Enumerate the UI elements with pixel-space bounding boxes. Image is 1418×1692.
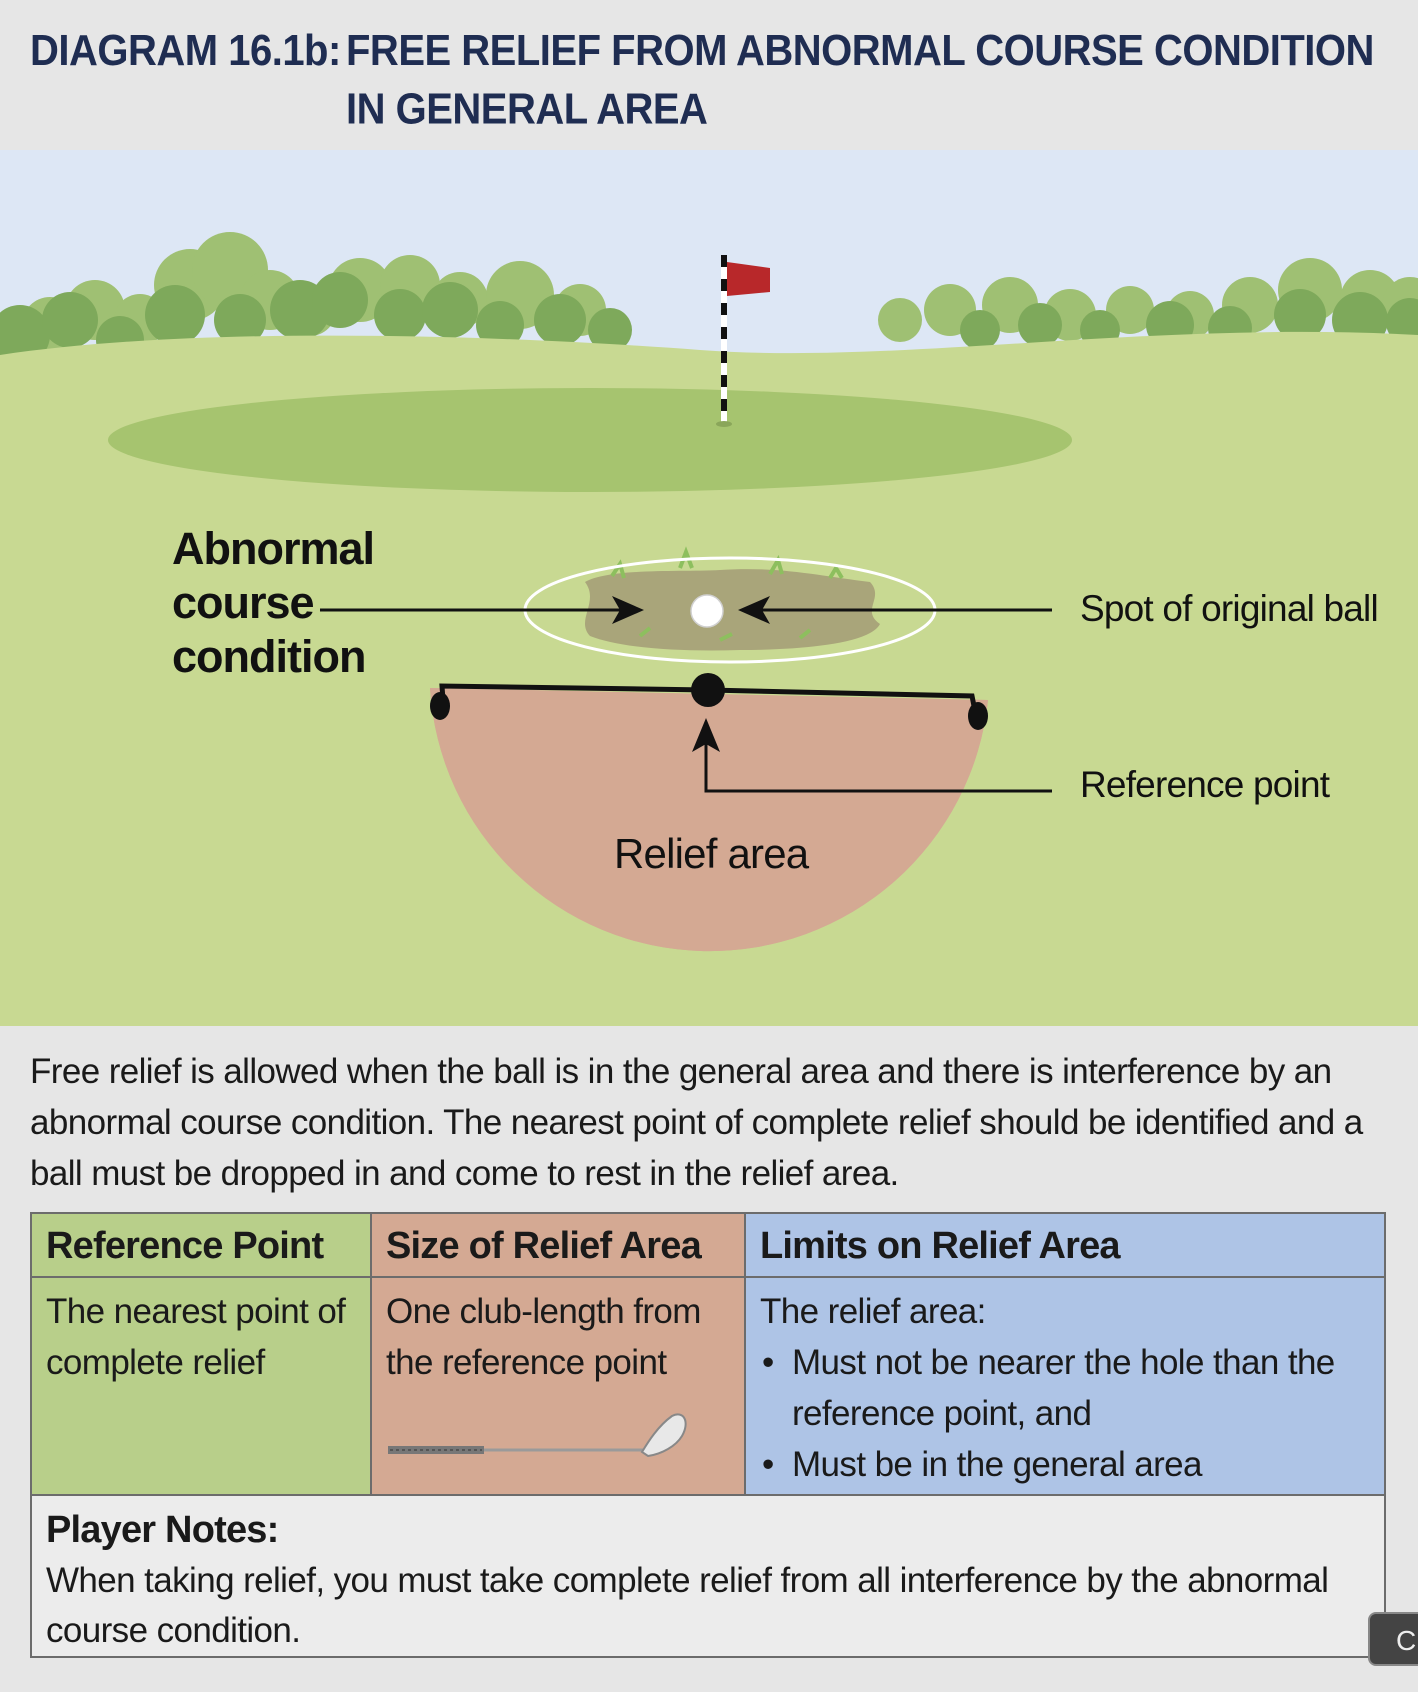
relief-summary-table: Reference Point The nearest point of com… [30,1212,1386,1658]
column-body: The nearest point of complete relief [46,1292,346,1382]
spot-of-original-ball-label: Spot of original ball [1080,588,1379,629]
diagram-number: DIAGRAM 16.1b: [30,27,341,75]
column-header: Reference Point [32,1214,370,1278]
golf-ball-icon [690,594,724,628]
column-header: Size of Relief Area [372,1214,744,1278]
golf-club-icon [388,1413,687,1458]
intro-paragraph: Free relief is allowed when the ball is … [30,1052,1363,1193]
course-scene-svg [0,150,1418,1026]
limits-intro: The relief area: [760,1292,986,1331]
limits-bullet: Must not be nearer the hole than the ref… [760,1337,1370,1439]
limits-bullet: Must be in the general area [760,1439,1370,1490]
tree-line-dark [0,272,1418,365]
column-header: Limits on Relief Area [746,1214,1384,1278]
abnormal-condition-label: Abnormal course condition [172,523,375,682]
reference-point-dot [691,673,725,707]
column-body: The relief area: Must not be nearer the … [746,1278,1384,1490]
corner-button[interactable]: C [1368,1612,1418,1666]
relief-area-label: Relief area [614,830,809,877]
reference-point-label: Reference point [1080,764,1330,805]
arrows [320,596,1052,793]
course-illustration: Abnormal course condition Spot of origin… [0,150,1418,1026]
column-body: One club-length from the reference point [386,1292,701,1382]
diagram-header: DIAGRAM 16.1b: FREE RELIEF FROM ABNORMAL… [0,0,1418,150]
putting-green [108,388,1072,492]
size-of-relief-area-column: Size of Relief Area One club-length from… [372,1214,746,1494]
limits-on-relief-area-column: Limits on Relief Area The relief area: M… [746,1214,1384,1494]
player-notes-title: Player Notes: [46,1509,279,1551]
player-notes-text: When taking relief, you must take comple… [46,1561,1329,1650]
relief-area-arc [430,688,988,952]
player-notes: Player Notes: When taking relief, you mu… [32,1494,1384,1656]
reference-point-column: Reference Point The nearest point of com… [32,1214,372,1494]
abnormal-condition-patch [523,546,937,664]
flag-icon [716,255,770,427]
diagram-title: FREE RELIEF FROM ABNORMAL COURSE CONDITI… [346,27,1374,134]
limits-list: Must not be nearer the hole than the ref… [760,1337,1370,1490]
